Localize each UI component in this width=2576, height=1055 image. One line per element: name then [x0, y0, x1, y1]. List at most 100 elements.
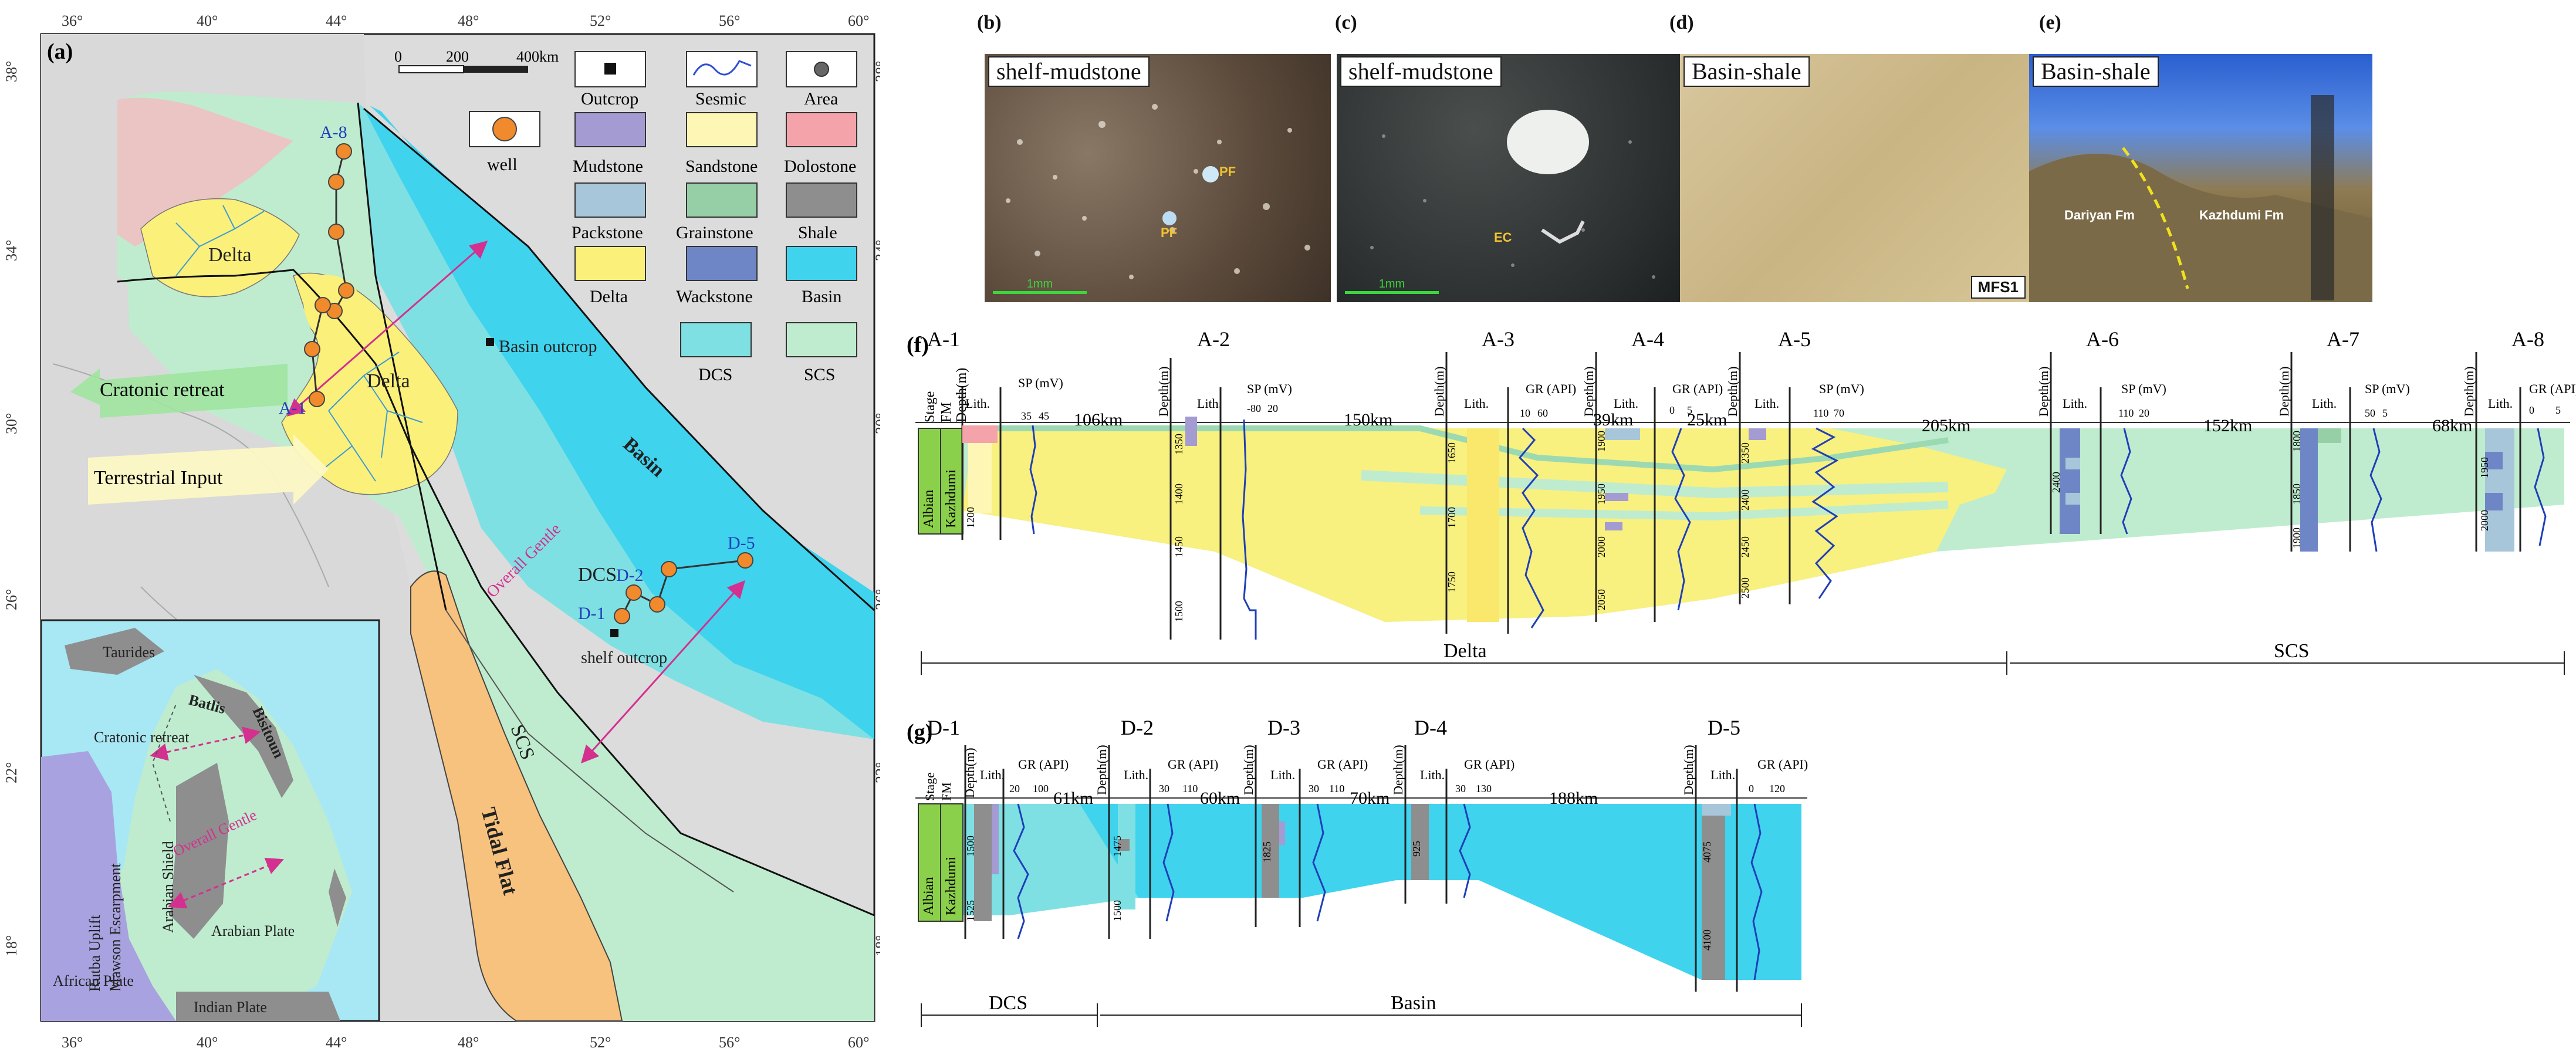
svg-text:Lith.: Lith. [1710, 767, 1735, 782]
svg-text:well: well [487, 155, 518, 174]
svg-text:2400: 2400 [2050, 472, 2062, 493]
svg-text:1800: 1800 [2291, 431, 2303, 452]
outcrop-swatch [604, 63, 616, 75]
panel-label-c: (c) [1335, 12, 1357, 33]
svg-text:Albian: Albian [921, 877, 937, 915]
svg-text:Grainstone: Grainstone [676, 223, 753, 242]
svg-text:2000: 2000 [2479, 510, 2490, 531]
svg-text:Indian Plate: Indian Plate [194, 999, 267, 1016]
svg-text:35: 35 [1021, 410, 1032, 422]
svg-text:Lith.: Lith. [1754, 396, 1779, 411]
svg-text:18°: 18° [873, 935, 880, 956]
photo-title: shelf-mudstone [1340, 56, 1502, 87]
svg-text:Lith.: Lith. [1270, 767, 1295, 782]
svg-text:2050: 2050 [1595, 589, 1607, 610]
svg-text:GR (API): GR (API) [1757, 757, 1808, 772]
svg-text:D-1: D-1 [927, 716, 960, 739]
well-log-D-2: D-2 Depth(m) Lith. GR (API) 30 110 1475 … [1094, 716, 1218, 939]
svg-text:1700: 1700 [1446, 507, 1458, 528]
shelf-outcrop-label: shelf outcrop [581, 649, 667, 667]
photo-title: Basin-shale [2033, 56, 2159, 87]
well-marker [649, 596, 665, 613]
svg-text:40°: 40° [197, 1034, 218, 1051]
svg-text:1900: 1900 [2291, 528, 2303, 549]
svg-text:Sandstone: Sandstone [685, 157, 758, 176]
svg-text:52°: 52° [590, 1034, 611, 1051]
svg-text:36°: 36° [62, 1034, 83, 1051]
svg-text:30°: 30° [873, 413, 880, 434]
distance-label: 70km [1350, 789, 1390, 808]
svg-text:2500: 2500 [1739, 577, 1751, 598]
svg-text:925: 925 [1411, 841, 1422, 857]
formation-label: Kazhdumi Fm [2199, 208, 2284, 222]
svg-text:FM: FM [939, 402, 954, 422]
lon-label: 56° [719, 12, 740, 29]
svg-text:Sesmic: Sesmic [695, 89, 746, 109]
svg-text:10: 10 [1520, 407, 1530, 419]
thin-section-photo-b: shelf-mudstone PF PF 1mm [985, 54, 1331, 302]
cratonic-retreat-label: Cratonic retreat [100, 379, 225, 401]
svg-text:Depth(m): Depth(m) [962, 748, 977, 798]
area-swatch [814, 62, 829, 77]
outcrop-photo-e: Basin-shale Dariyan Fm Kazhdumi Fm [2029, 54, 2372, 302]
paleogeography-map: 36° 40° 44° 48° 52° 56° 60° 36° 40° 44° … [3, 12, 880, 1051]
svg-text:Depth(m): Depth(m) [1241, 745, 1256, 795]
svg-text:Wackstone: Wackstone [676, 287, 753, 306]
svg-text:1500: 1500 [1111, 900, 1123, 921]
svg-text:Lith.: Lith. [1614, 396, 1638, 411]
terrestrial-input-label: Terrestrial Input [94, 467, 223, 489]
svg-text:Depth(m): Depth(m) [1094, 745, 1109, 795]
svg-text:20: 20 [2139, 407, 2149, 419]
distance-label: 39km [1593, 410, 1633, 430]
fossil-marker: PF [1161, 225, 1178, 240]
svg-text:34°: 34° [873, 240, 880, 261]
well-log-D-3: D-3 Depth(m) Lith. GR (API) 30 110 1825 [1241, 716, 1368, 927]
svg-text:Lith.: Lith. [980, 767, 1005, 782]
svg-text:22°: 22° [3, 762, 20, 783]
well-log-D-4: D-4 Depth(m) Lith. GR (API) 30 130 925 [1391, 716, 1515, 904]
svg-text:SCS: SCS [804, 365, 835, 384]
panel-label-b: (b) [977, 12, 1002, 33]
lon-label: 60° [848, 12, 869, 29]
svg-text:5: 5 [2555, 404, 2561, 416]
well-log-A-4: A-4 Depth(m) Lith. GR (API) 0 5 1900 195… [1581, 327, 1723, 622]
svg-text:0: 0 [394, 48, 402, 65]
well-label: D-1 [578, 604, 606, 623]
well-log-A-5: A-5 Depth(m) Lith. SP (mV) 110 70 2350 2… [1725, 327, 1864, 604]
facies-label: Basin [1391, 992, 1436, 1014]
svg-text:5: 5 [2382, 407, 2388, 419]
svg-text:Lith.: Lith. [2312, 396, 2337, 411]
well-label: A-8 [320, 123, 347, 142]
svg-text:20: 20 [1267, 403, 1278, 414]
svg-text:110: 110 [2118, 407, 2134, 419]
svg-text:26°: 26° [873, 589, 880, 610]
lon-label: 36° [62, 12, 83, 29]
svg-text:SP (mV): SP (mV) [2121, 381, 2166, 396]
svg-text:Depth(m): Depth(m) [1725, 366, 1740, 417]
svg-text:1400: 1400 [1173, 483, 1185, 505]
svg-text:44°: 44° [326, 1034, 347, 1051]
photo-title: Basin-shale [1683, 56, 1810, 87]
svg-text:Lith.: Lith. [1197, 396, 1222, 411]
svg-text:Shale: Shale [798, 223, 837, 242]
well-marker [328, 224, 344, 240]
delta-label: Delta [208, 244, 252, 266]
svg-text:1525: 1525 [965, 900, 976, 921]
svg-text:110: 110 [1813, 407, 1828, 419]
svg-text:-80: -80 [1247, 403, 1261, 414]
svg-text:Albian: Albian [921, 490, 937, 528]
svg-text:SP (mV): SP (mV) [1018, 376, 1063, 390]
svg-text:18°: 18° [3, 935, 20, 956]
distance-label: 68km [2432, 416, 2472, 435]
svg-text:D-5: D-5 [1708, 716, 1740, 739]
svg-text:120: 120 [1769, 783, 1785, 794]
cross-section-g: (g) Albian Kazhdumi Stage FM D-1 Depth(m… [907, 716, 1808, 1027]
panel-label-a: (a) [47, 39, 73, 64]
outcrop-marker [610, 629, 618, 637]
svg-text:2000: 2000 [1595, 536, 1607, 557]
svg-text:SP (mV): SP (mV) [1819, 381, 1864, 396]
fossil-marker: EC [1494, 230, 1512, 245]
distance-label: 60km [1200, 789, 1240, 808]
svg-text:30: 30 [1159, 783, 1169, 794]
panel-label-f: (f) [907, 333, 929, 357]
